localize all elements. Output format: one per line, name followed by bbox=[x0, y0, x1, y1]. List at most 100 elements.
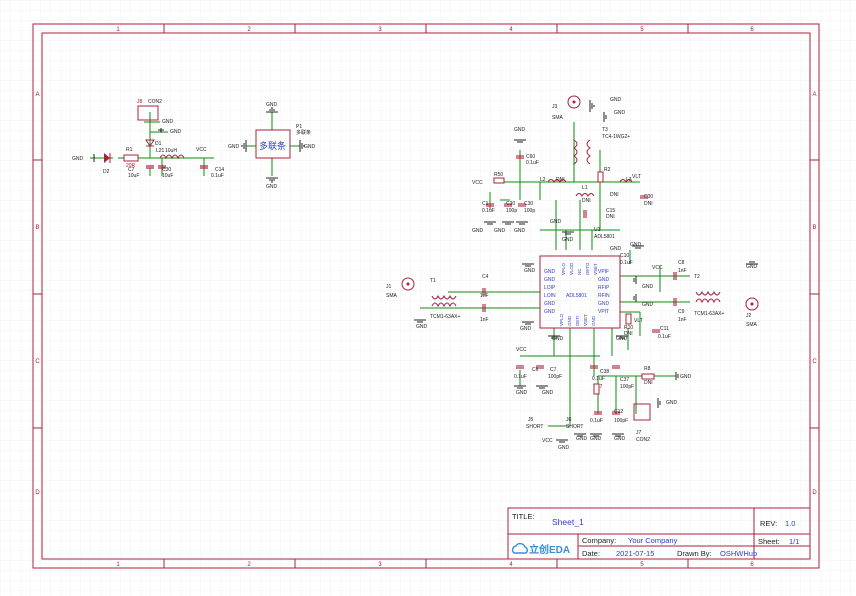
resistor-r1[interactable] bbox=[123, 154, 139, 162]
transformer-t1[interactable]: T1 TCM1-63AX+ bbox=[430, 278, 461, 320]
diode-d2[interactable] bbox=[104, 153, 110, 163]
ic-u1[interactable]: U1 ADL5801 ADL5801 GND GND LOIP LOIN GND… bbox=[539, 227, 621, 329]
c30b-value: 100p bbox=[524, 208, 535, 214]
vcc-label: VCC bbox=[516, 347, 527, 353]
l21-value: 10uH bbox=[165, 148, 177, 154]
row-label: B bbox=[35, 225, 39, 231]
col-label: 5 bbox=[640, 27, 644, 33]
row-label: C bbox=[35, 359, 40, 365]
ground-symbols bbox=[93, 100, 758, 443]
j2-label: J2 bbox=[746, 313, 752, 319]
con2-connector[interactable] bbox=[137, 105, 159, 121]
gnd-label: GND bbox=[616, 336, 628, 342]
col-label: 6 bbox=[750, 562, 754, 568]
r8-label: R8 bbox=[644, 366, 651, 372]
pin-bottom: GND bbox=[591, 315, 596, 326]
company-value: Your Company bbox=[628, 536, 678, 545]
c60-value: 0.1uF bbox=[526, 160, 539, 166]
power-supply-circuit: CON2 J8 D1 D2 GND R1 20R L21 10uH VCC C7… bbox=[72, 99, 224, 179]
title-label: TITLE: bbox=[512, 512, 535, 521]
vlt-label: VLT bbox=[632, 174, 641, 180]
c15-value: DNI bbox=[606, 214, 615, 220]
transformer-t3[interactable]: T3 TC4-1WG2+ bbox=[573, 127, 630, 165]
pin-left: LOIN bbox=[544, 293, 556, 299]
c1-value: 0.1uF bbox=[482, 208, 495, 214]
col-label: 4 bbox=[509, 562, 513, 568]
inductor-l21[interactable] bbox=[159, 154, 185, 160]
gnd-label: GND bbox=[516, 390, 528, 396]
frame-coordinates: 1 2 3 4 5 6 1 2 3 4 5 6 A B C D A B C D bbox=[35, 27, 817, 568]
j6-label: J6 bbox=[566, 417, 572, 423]
transformer-t2[interactable]: T2 TCM1-63AX+ bbox=[694, 274, 725, 317]
u1-value: ADL5801 bbox=[594, 234, 615, 240]
row-label: C bbox=[812, 359, 817, 365]
pin-right: RFIP bbox=[598, 285, 610, 291]
drawn-value: OSHWHub bbox=[720, 549, 757, 558]
date-label: Date: bbox=[582, 549, 600, 558]
r2-label: R2 bbox=[604, 167, 611, 173]
c10-label: C10 bbox=[620, 253, 629, 259]
p1-value: 多联条 bbox=[296, 129, 311, 136]
c11-label: C11 bbox=[660, 326, 669, 332]
r1-value: 20R bbox=[126, 163, 136, 169]
c10-value: 0.1uF bbox=[620, 260, 633, 266]
pin-right: VPIF bbox=[598, 269, 609, 275]
sheet-label: Sheet: bbox=[758, 537, 780, 546]
j3-type: SMA bbox=[552, 115, 564, 121]
l21-label: L21 bbox=[156, 148, 165, 154]
c14-value: 0.1uF bbox=[211, 173, 224, 179]
l3-value: DNI bbox=[610, 192, 619, 198]
pin-left: GND bbox=[544, 277, 556, 283]
diode-d1[interactable] bbox=[145, 139, 155, 147]
gnd-label: GND bbox=[542, 390, 554, 396]
row-label: A bbox=[35, 92, 39, 98]
c4-value: 1nF bbox=[480, 293, 489, 299]
drawing-frame bbox=[32, 23, 820, 569]
row-label: D bbox=[812, 490, 817, 496]
vlt-label: VLT bbox=[634, 318, 643, 324]
c30-dni-label: C30 bbox=[644, 194, 653, 200]
p1-label: P1 bbox=[296, 124, 302, 130]
col-label: 4 bbox=[509, 27, 513, 33]
row-label: B bbox=[812, 225, 816, 231]
sma-j2[interactable]: J2 SMA GND bbox=[745, 264, 759, 328]
gnd-label: GND bbox=[614, 110, 626, 116]
d2-label: D2 bbox=[103, 169, 110, 175]
vcc-label: VCC bbox=[652, 265, 663, 271]
pin-left: GND bbox=[544, 309, 556, 315]
col-label: 6 bbox=[750, 27, 754, 33]
c8-label: C8 bbox=[678, 260, 685, 266]
gnd-label: GND bbox=[642, 302, 654, 308]
r1-label: R1 bbox=[126, 147, 133, 153]
con2-connector-j7[interactable] bbox=[633, 403, 651, 421]
gnd-label: GND bbox=[614, 436, 626, 442]
drawn-label: Drawn By: bbox=[677, 549, 712, 558]
p1-chip-text: 多联条 bbox=[259, 140, 286, 151]
gnd-label: GND bbox=[170, 129, 182, 135]
gnd-label: GND bbox=[162, 119, 174, 125]
pin-right: RFIN bbox=[598, 293, 610, 299]
c37-value: 100pF bbox=[620, 384, 634, 390]
gnd-label: GND bbox=[680, 374, 692, 380]
pin-bottom: DETI bbox=[575, 316, 580, 326]
pin-right: GND bbox=[598, 301, 610, 307]
t3-label: T3 bbox=[602, 127, 608, 133]
pin-bottom: GND bbox=[567, 315, 572, 326]
t2-value: TCM1-63AX+ bbox=[694, 311, 725, 317]
pin-top: VLOD bbox=[569, 262, 574, 275]
gnd-label: GND bbox=[494, 228, 506, 234]
c30-dni-value: DNI bbox=[644, 201, 653, 207]
passive-symbols bbox=[493, 171, 655, 395]
sma-j1[interactable]: J1 SMA GND bbox=[386, 277, 428, 330]
sma-j3[interactable]: J3 SMA GND GND bbox=[552, 95, 626, 121]
gnd-label: GND bbox=[416, 324, 428, 330]
con2b-label: CON2 bbox=[636, 437, 650, 443]
c38-value: 0.1uF bbox=[592, 376, 605, 382]
gnd-label: GND bbox=[228, 144, 240, 150]
c30b-label: C30 bbox=[524, 201, 533, 207]
vcc-label: VCC bbox=[472, 180, 483, 186]
chip-name: ADL5801 bbox=[566, 293, 587, 299]
t3-value: TC4-1WG2+ bbox=[602, 134, 630, 140]
